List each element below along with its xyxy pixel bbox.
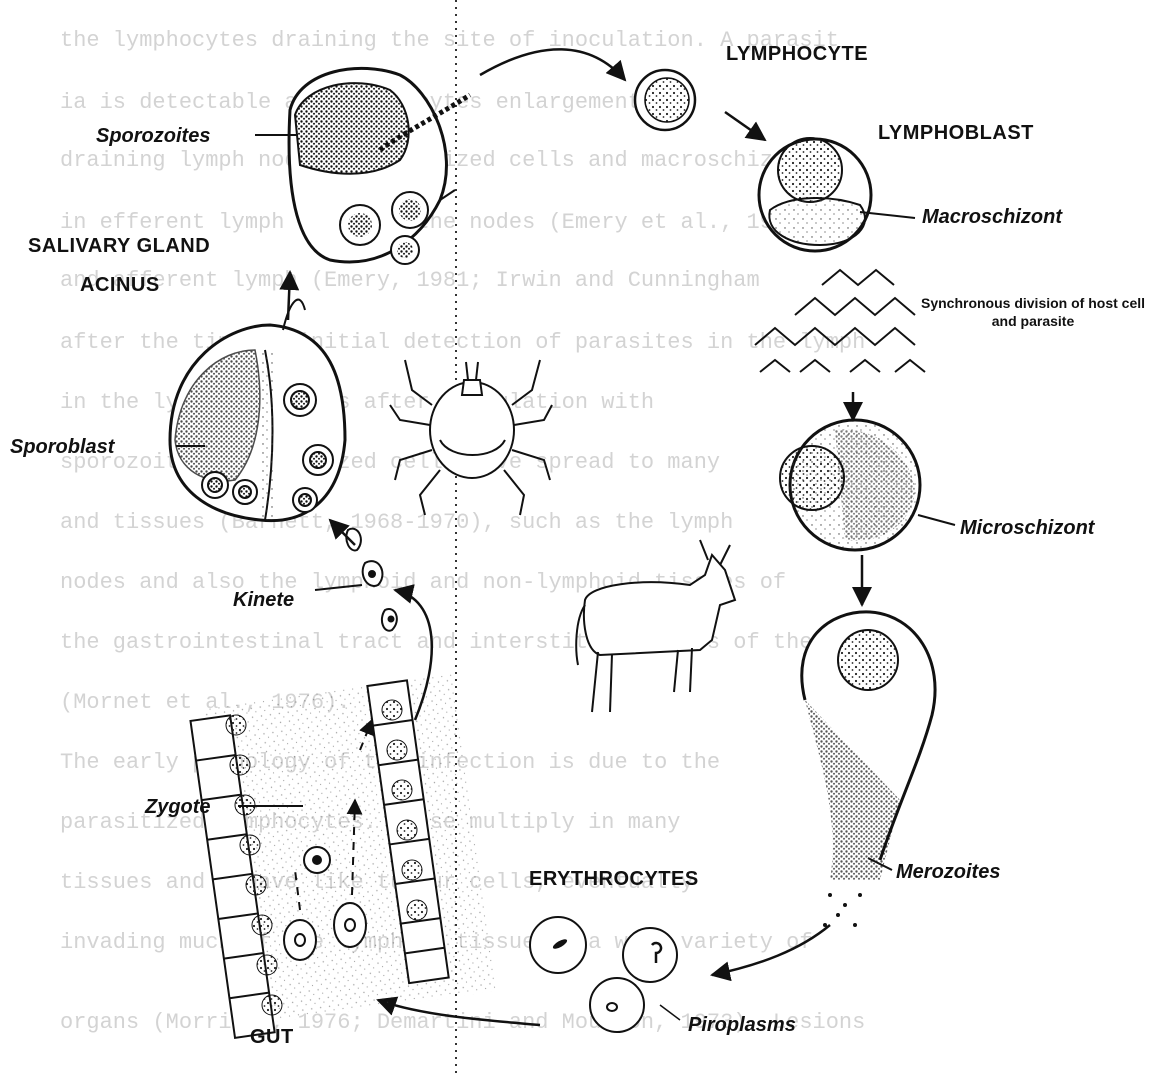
label-erythrocytes: ERYTHROCYTES: [529, 869, 699, 889]
label-macroschizont: Macroschizont: [922, 207, 1062, 227]
sporozoite-acinus: [289, 68, 470, 264]
pointer-microschizont: [918, 515, 955, 525]
label-lymphocyte: LYMPHOCYTE: [726, 44, 868, 64]
pointer-piroplasms: [660, 1005, 680, 1020]
division-chevrons: [755, 270, 925, 372]
label-sporoblast: Sporoblast: [10, 437, 114, 457]
label-zygote: Zygote: [145, 797, 211, 817]
label-piroplasms: Piroplasms: [688, 1015, 796, 1035]
gut-epithelium: [189, 674, 496, 1038]
cattle-icon: [576, 540, 735, 712]
label-salivary-gland-line1: SALIVARY GLAND: [28, 236, 210, 256]
label-microschizont: Microschizont: [960, 518, 1094, 538]
label-salivary-gland-line2: ACINUS: [80, 275, 160, 295]
label-gut: GUT: [250, 1027, 294, 1047]
lymphocyte-cell: [635, 70, 695, 130]
arrow-sporozoites-to-lymphocyte: [480, 49, 625, 80]
arrow-sporoblast-to-acinus: [288, 272, 290, 320]
pointer-kinete: [315, 585, 362, 590]
sporoblast-acinus: [170, 300, 345, 521]
lymphoblast-cell: [759, 138, 871, 251]
label-lymphoblast: LYMPHOBLAST: [878, 123, 1034, 143]
erythrocyte-cells: [530, 917, 677, 1032]
label-synchronous-division: Synchronous division of host cell and pa…: [918, 294, 1148, 330]
tick-icon: [390, 360, 552, 515]
microschizont-cell: [780, 420, 920, 550]
arrow-merozoites-to-erythrocytes: [712, 925, 830, 975]
arrow-lymphocyte-to-lymphoblast: [725, 112, 765, 140]
label-sporozoites: Sporozoites: [96, 126, 210, 146]
label-kinete: Kinete: [233, 590, 294, 610]
label-merozoites: Merozoites: [896, 862, 1000, 882]
